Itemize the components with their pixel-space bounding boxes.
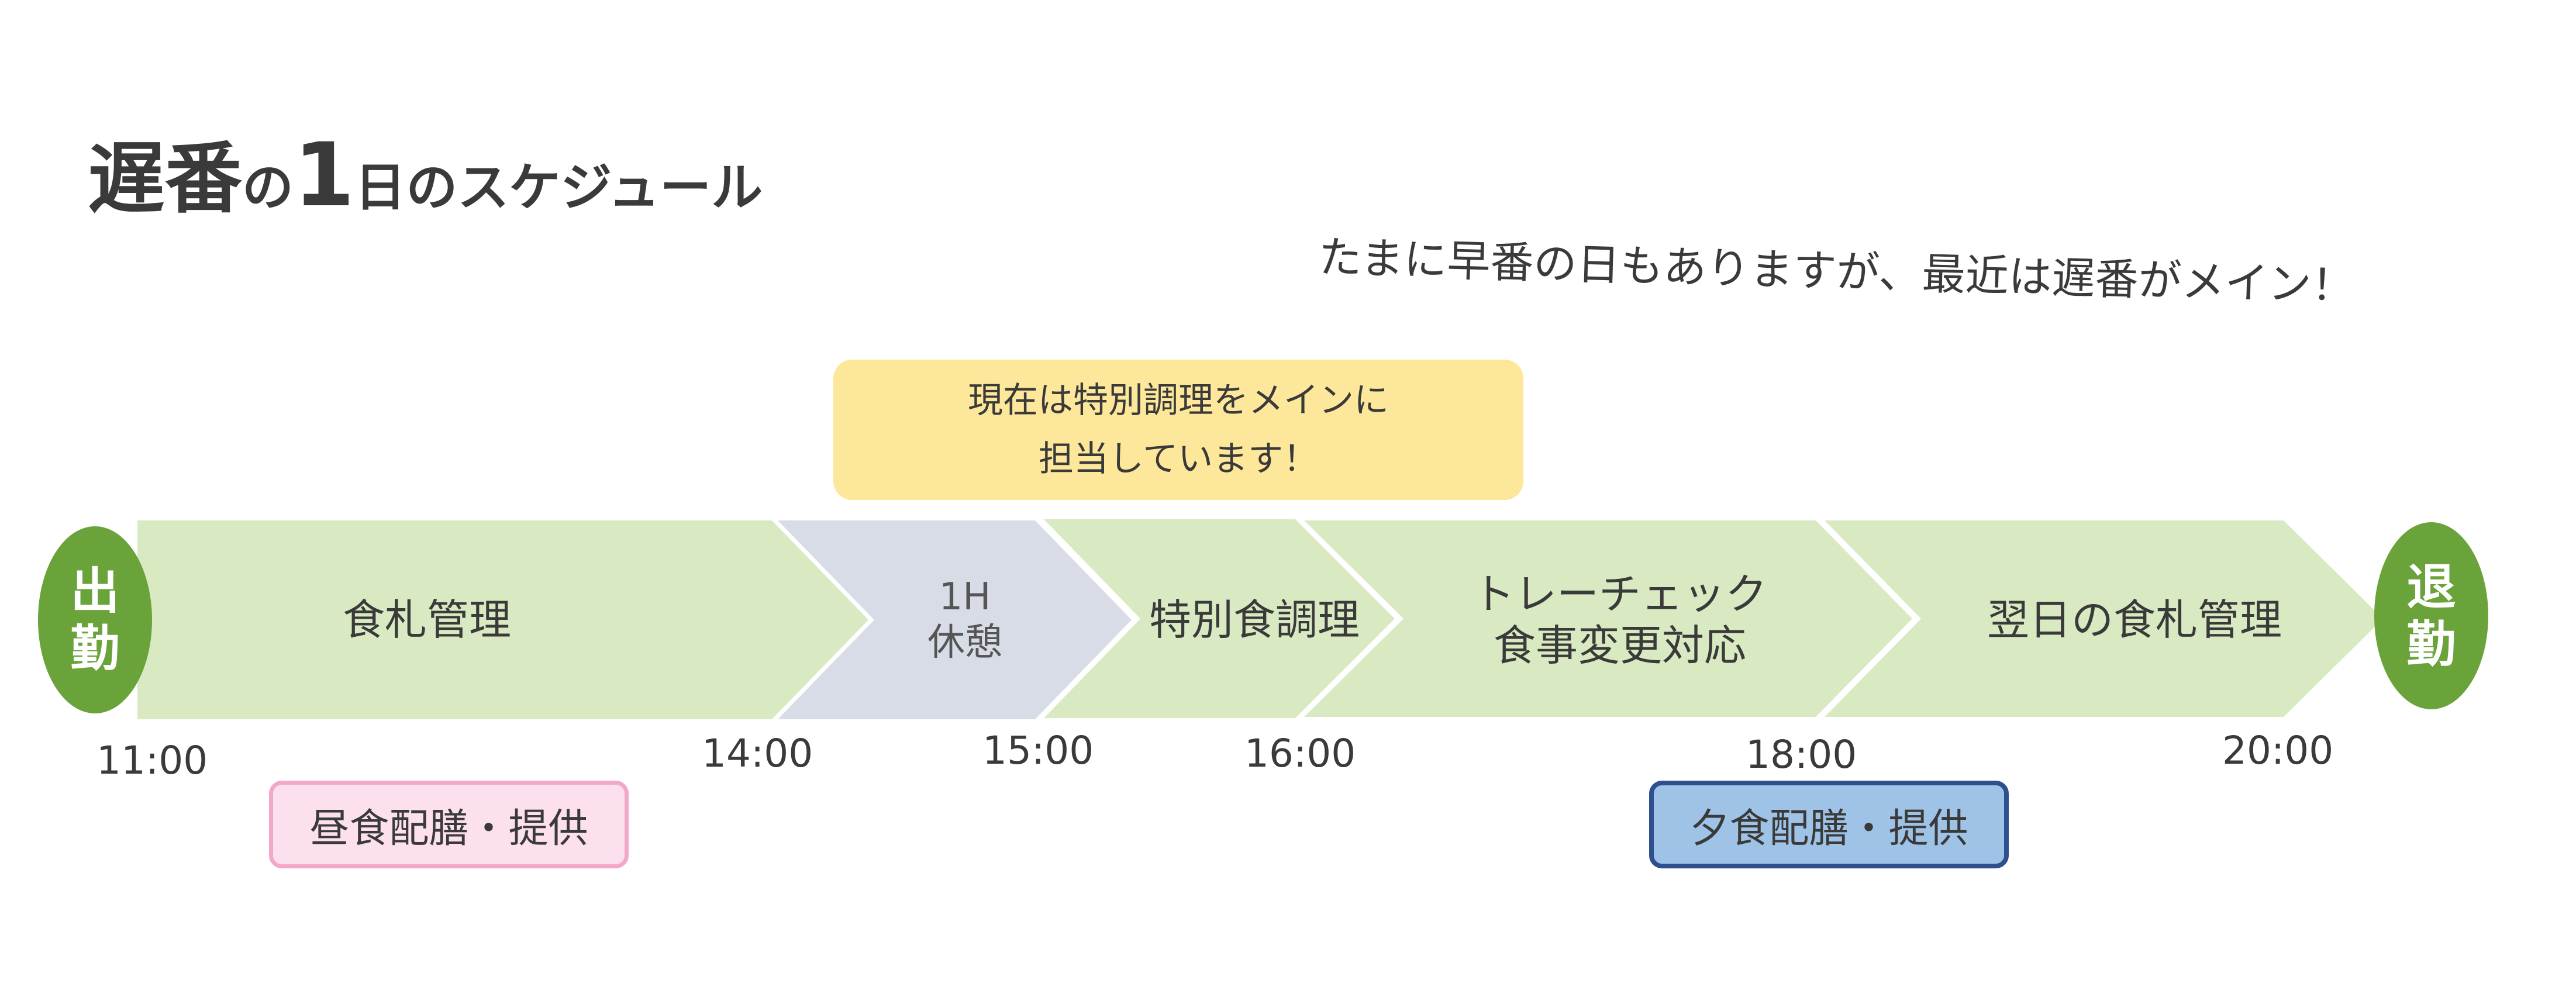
segment-label-3: 特別食調理 (1149, 595, 1360, 644)
callout-box: 現在は特別調理をメインに 担当しています！ (833, 360, 1523, 500)
title-schedule: 日のスケジュール (354, 157, 763, 218)
clock-out-badge: 退 勤 (2374, 522, 2488, 709)
time-label-2: 14:00 (702, 731, 813, 776)
callout-line-1: 現在は特別調理をメインに (968, 380, 1389, 421)
segment-label-2: 1H 休憩 (927, 575, 1002, 664)
time-label-4: 16:00 (1244, 731, 1356, 776)
title-particle: の (242, 157, 294, 218)
segment-label-1: 食札管理 (342, 595, 511, 644)
segment-label-5: 翌日の食札管理 (1987, 595, 2282, 644)
segment-arrow-1 (137, 520, 868, 719)
segment-label-4: トレーチェック 食事変更対応 (1472, 570, 1767, 670)
time-label-1: 11:00 (96, 738, 208, 783)
callout-line-2: 担当しています！ (1038, 439, 1319, 480)
page-title: 遅番の1日のスケジュール (88, 132, 763, 219)
time-label-3: 15:00 (982, 728, 1094, 773)
clock-in-badge: 出 勤 (38, 526, 152, 713)
time-label-6: 20:00 (2222, 728, 2334, 773)
segment-arrow-4 (1304, 520, 1912, 717)
dinner-service-tag: 夕食配膳・提供 (1649, 781, 2009, 868)
segment-arrow-2 (778, 520, 1132, 719)
segment-arrow-3 (1044, 519, 1395, 718)
title-number: 1 (294, 125, 355, 226)
lunch-service-tag: 昼食配膳・提供 (269, 781, 629, 868)
time-label-5: 18:00 (1746, 732, 1857, 777)
segment-arrow-5 (1825, 520, 2383, 717)
title-late-shift: 遅番 (88, 134, 242, 224)
